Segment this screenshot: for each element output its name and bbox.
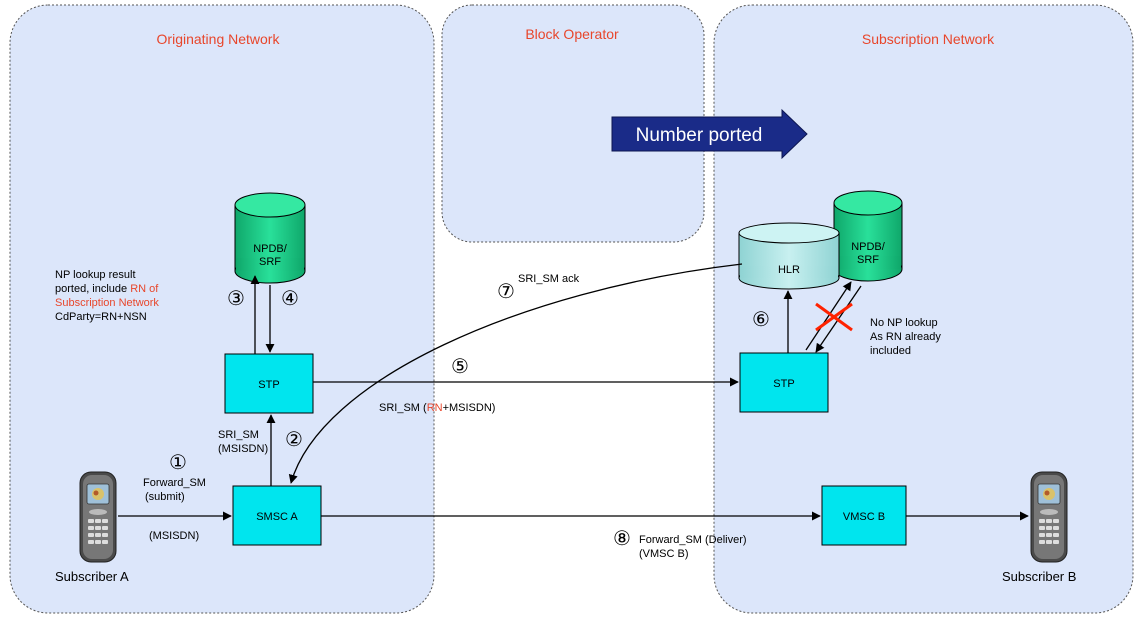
svg-text:No NP lookup: No NP lookup [870,317,938,329]
region-originating [9,4,435,614]
svg-text:As RN already: As RN already [870,331,941,343]
svg-text:Subscription Network: Subscription Network [55,297,159,309]
step-6: ⑥ [752,309,770,331]
stp-right-box [739,352,829,413]
sri-sm-ack-label: SRI_SM ack [518,273,580,285]
npdb-right-line2: SRF [857,254,879,266]
step-1: ① [169,452,187,474]
region-title-subscription: Subscription Network [862,31,995,47]
region-subscription [713,4,1134,614]
step-5: ⑤ [451,356,469,378]
subscriber-a-label: Subscriber A [55,569,129,584]
stp-right-label: STP [773,378,794,390]
npdb-right-line1: NPDB/ [851,241,886,253]
svg-text:included: included [870,345,911,357]
number-ported-arrow: Number ported [611,108,808,160]
subscriber-b-label: Subscriber B [1002,569,1076,584]
step-7: ⑦ [497,281,515,303]
step-8: ⑧ [613,528,631,550]
npdb-left-line1: NPDB/ [253,243,288,255]
no-lookup-cross-icon [815,302,853,332]
npdb-left-line2: SRF [259,256,281,268]
forward-sm-deliver-line1: Forward_SM (Deliver) [639,534,747,546]
number-ported-label: Number ported [636,125,763,146]
np-lookup-note: NP lookup result ported, include RN of S… [55,269,159,323]
phone-a-icon [79,471,117,563]
step-3: ③ [227,288,245,310]
hlr-database: HLR [738,222,840,290]
smsc-a-label: SMSC A [256,511,298,523]
forward-sm-submit-line1: Forward_SM [143,477,206,489]
sri-sm-line1: SRI_SM [218,429,259,441]
npdb-srf-left: NPDB/ SRF [234,192,306,284]
stp-left-label: STP [258,379,279,391]
hlr-label: HLR [778,264,800,276]
msisdn-a-label: (MSISDN) [149,530,199,542]
phone-b-icon [1030,471,1068,563]
npdb-srf-right: NPDB/ SRF [833,190,903,282]
arrow-stp-to-npdb-right [805,281,852,351]
svg-text:ported, include RN of: ported, include RN of [55,283,159,295]
forward-sm-submit-line2: (submit) [145,491,185,503]
forward-sm-deliver-line2: (VMSC B) [639,548,689,560]
svg-text:NP lookup result: NP lookup result [55,269,136,281]
region-title-block: Block Operator [525,26,619,42]
step-4: ④ [281,288,299,310]
smsc-a-box [232,485,322,546]
stp-left-box [224,353,314,414]
sri-sm-line2: (MSISDN) [218,443,268,455]
arrow-hlr-to-smsc-ack [288,263,743,484]
step-2: ② [285,429,303,451]
svg-text:CdParty=RN+NSN: CdParty=RN+NSN [55,311,147,323]
no-np-lookup-note: No NP lookup As RN already included [870,317,941,357]
vmsc-b-label: VMSC B [843,511,885,523]
sri-sm-rn-label: SRI_SM (RN+MSISDN) [379,402,495,414]
region-title-originating: Originating Network [157,31,281,47]
